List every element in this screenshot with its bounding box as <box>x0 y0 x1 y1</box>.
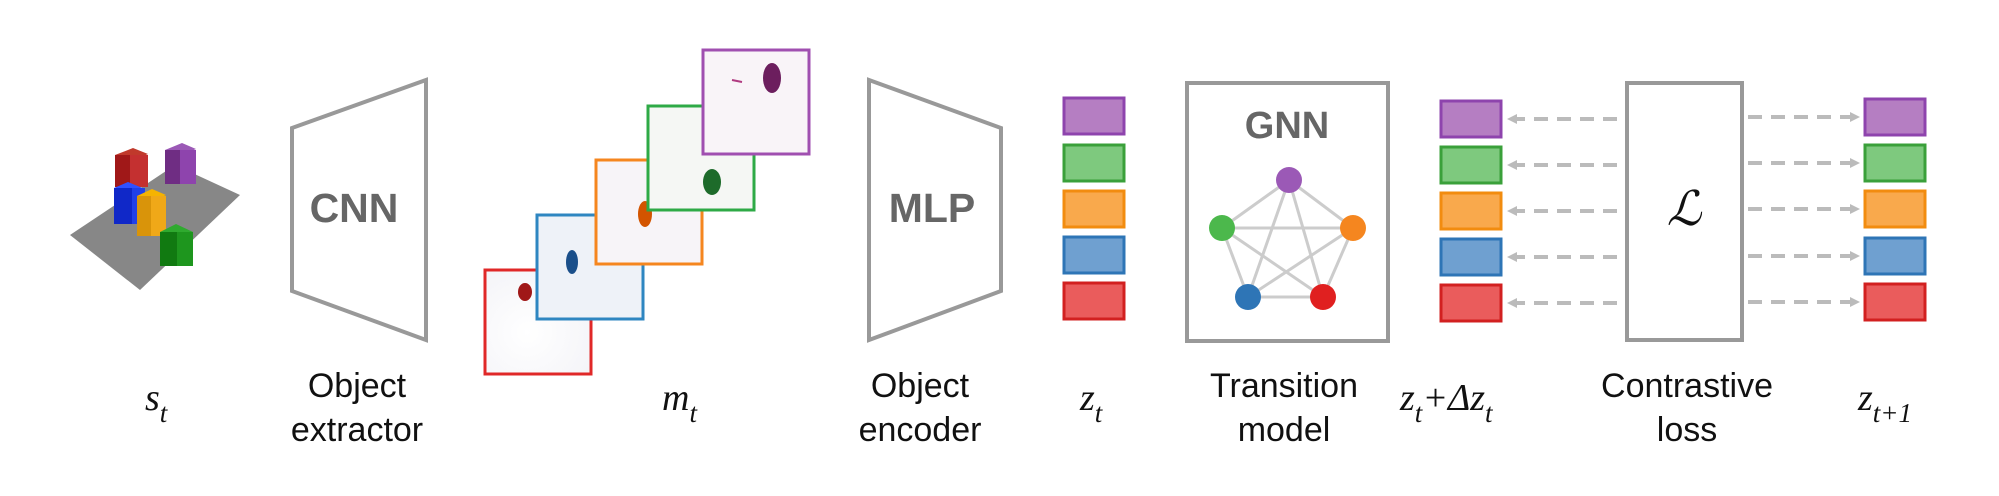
slot-purple <box>1439 99 1503 139</box>
cnn-object-extractor: CNN <box>290 77 428 343</box>
slot-blue <box>1062 235 1126 275</box>
caption-transition-model-line2: model <box>1238 411 1331 449</box>
loss-symbol: ℒ <box>1667 183 1703 236</box>
caption-contrastive-loss-line1: Contrastive <box>1601 367 1773 405</box>
caption-contrastive-loss-line2: loss <box>1657 411 1717 449</box>
caption-object-extractor-line1: Object <box>308 367 407 405</box>
slot-green <box>1439 145 1503 185</box>
mask-purple <box>701 48 811 156</box>
caption-s-t: st <box>145 377 169 428</box>
z-delta-slots <box>1439 99 1503 323</box>
slot-red <box>1062 281 1126 321</box>
caption-z-t: zt <box>1079 377 1104 428</box>
slot-orange <box>1439 191 1503 231</box>
graph-node-blue <box>1235 284 1261 310</box>
caption-object-encoder-line1: Object <box>871 367 970 405</box>
caption-object-encoder-line2: encoder <box>859 411 982 449</box>
slot-purple <box>1062 96 1126 136</box>
object-masks <box>483 48 811 376</box>
mlp-object-encoder: MLP <box>867 77 1003 343</box>
dashed-arrows-left <box>1507 114 1617 308</box>
caption-z-plus-delta: zt+Δzt <box>1399 377 1494 428</box>
slot-purple <box>1863 97 1927 137</box>
dashed-arrows-right <box>1748 112 1860 307</box>
gnn-label: GNN <box>1245 105 1329 147</box>
cnn-label: CNN <box>310 185 399 231</box>
slot-green <box>1062 143 1126 183</box>
graph-node-orange <box>1340 215 1366 241</box>
slot-blue <box>1863 236 1927 276</box>
caption-m-t: mt <box>662 377 698 428</box>
trapezoid-shape <box>867 77 1003 343</box>
block-scene-icon <box>70 143 240 290</box>
caption-object-extractor-line2: extractor <box>291 411 423 449</box>
slot-orange <box>1062 189 1126 229</box>
loss-box <box>1625 81 1744 342</box>
caption-z-t-plus-1: zt+1 <box>1857 377 1912 428</box>
caption-transition-model-line1: Transition <box>1210 367 1358 405</box>
gnn-transition-model: GNN <box>1185 81 1390 343</box>
graph-edges <box>1220 178 1355 299</box>
captions: st Object extractor mt Object encoder zt… <box>145 367 1912 449</box>
trapezoid-shape <box>290 77 428 343</box>
slot-red <box>1863 282 1927 322</box>
graph-node-red <box>1310 284 1336 310</box>
z-t-slots <box>1062 96 1126 321</box>
mlp-label: MLP <box>889 185 976 231</box>
graph-node-purple <box>1276 167 1302 193</box>
z-next-slots <box>1863 97 1927 322</box>
slot-orange <box>1863 189 1927 229</box>
slot-red <box>1439 283 1503 323</box>
contrastive-loss: ℒ <box>1625 81 1744 342</box>
graph-node-green <box>1209 215 1235 241</box>
scene-image <box>70 143 240 290</box>
slot-green <box>1863 143 1927 183</box>
slot-blue <box>1439 237 1503 277</box>
